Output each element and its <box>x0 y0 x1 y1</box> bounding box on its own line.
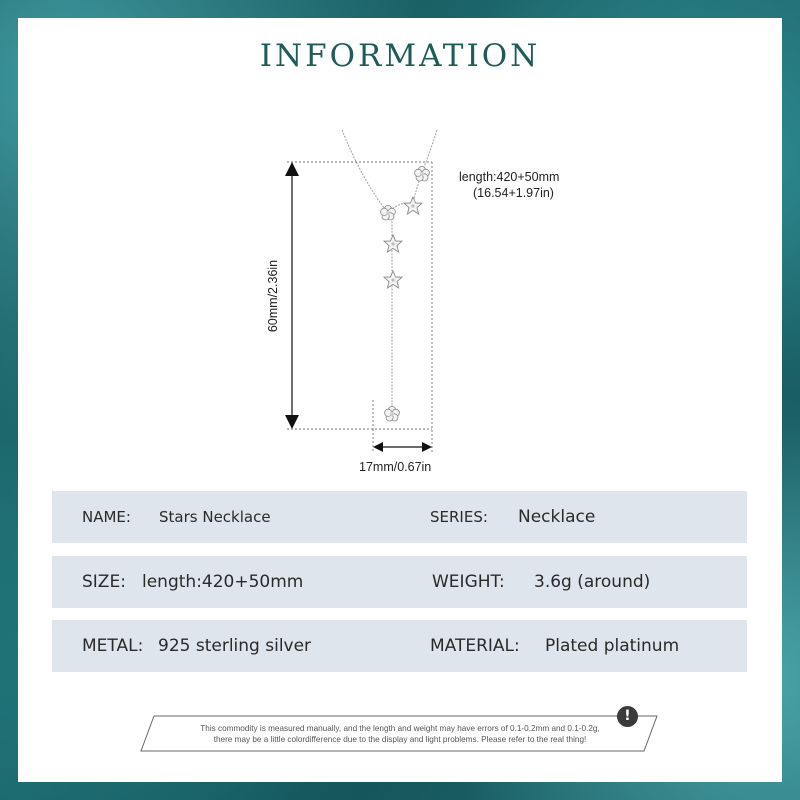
spec-value: Plated platinum <box>545 636 680 656</box>
width-arrow <box>373 442 432 452</box>
disclaimer-line-1: This commodity is measured manually, and… <box>200 724 600 733</box>
length-label: length:420+50mm <box>459 170 560 184</box>
spec-label: SERIES: <box>430 508 488 526</box>
spec-value: Stars Necklace <box>159 508 271 526</box>
width-label: 17mm/0.67in <box>359 460 432 474</box>
page-title: INFORMATION <box>259 38 541 74</box>
spec-label: MATERIAL: <box>430 636 520 656</box>
exclamation-icon: ! <box>617 706 638 727</box>
spec-row-size: SIZE: length:420+50mm WEIGHT: 3.6g (arou… <box>52 556 747 608</box>
measurement-guides <box>287 161 433 452</box>
spec-value: length:420+50mm <box>142 572 304 592</box>
spec-row-metal: METAL: 925 sterling silver MATERIAL: Pla… <box>52 620 747 672</box>
measurement-disclaimer: This commodity is measured manually, and… <box>160 723 640 745</box>
disclaimer-line-2: there may be a little colordifference du… <box>213 735 587 744</box>
length-inch-label: (16.54+1.97in) <box>473 186 554 200</box>
spec-label: WEIGHT: <box>432 572 505 592</box>
spec-label: METAL: <box>82 636 144 656</box>
spec-row-name: NAME: Stars Necklace SERIES: Necklace <box>52 491 747 543</box>
spec-value: 925 sterling silver <box>158 636 312 656</box>
spec-value: 3.6g (around) <box>534 572 651 592</box>
spec-value: Necklace <box>518 507 596 527</box>
height-arrow <box>285 162 299 429</box>
spec-label: SIZE: <box>82 572 126 592</box>
spec-label: NAME: <box>82 508 131 526</box>
